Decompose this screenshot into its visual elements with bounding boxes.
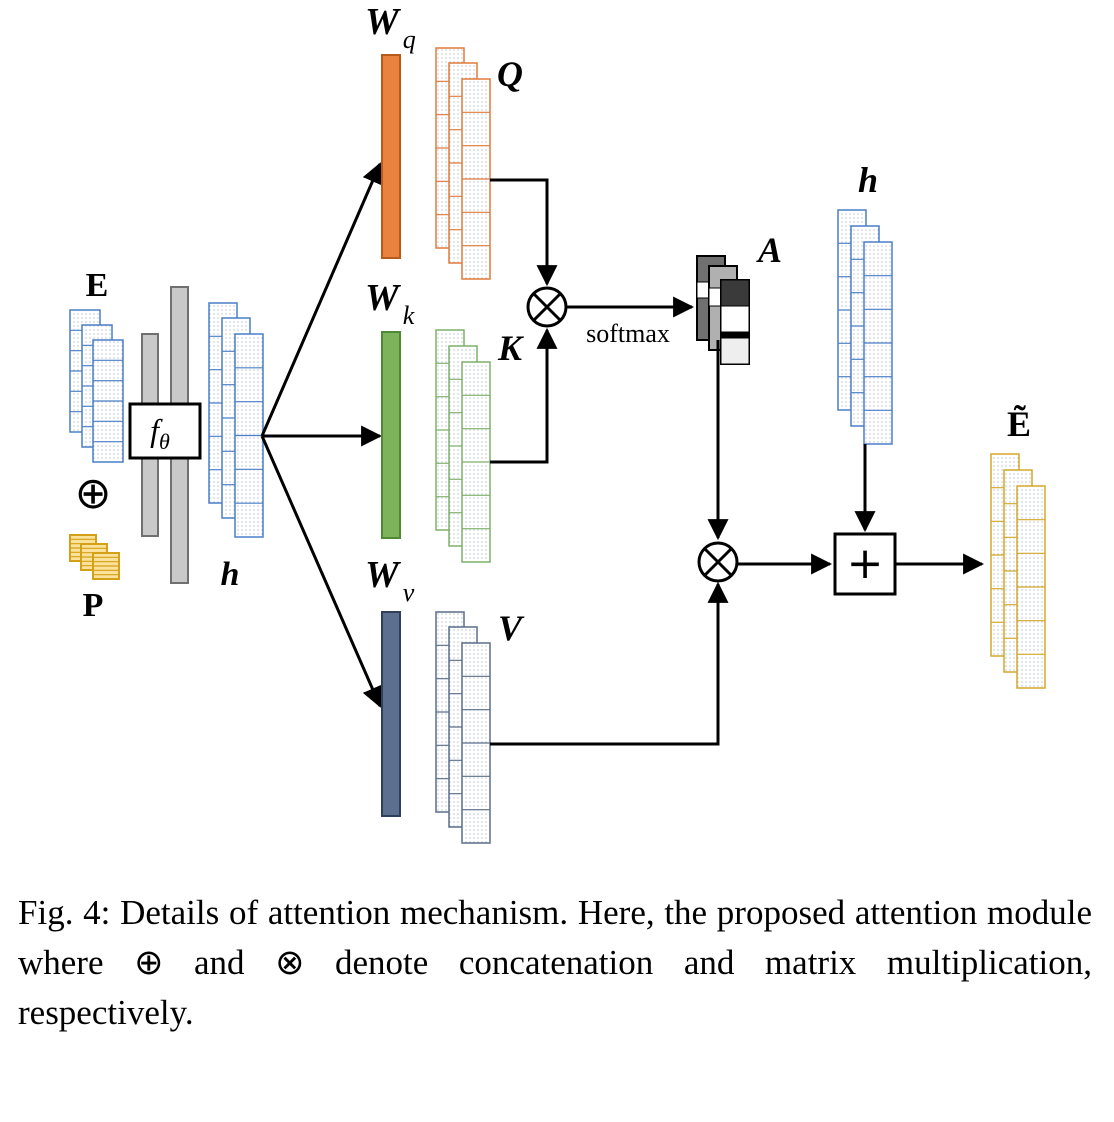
A-attention-maps	[696, 255, 750, 365]
K-label: K	[497, 328, 525, 368]
h-hidden-stack-right	[837, 209, 893, 445]
h-label-left: h	[221, 556, 240, 593]
Q-query-stack	[435, 47, 491, 280]
softmax-label: softmax	[586, 319, 670, 348]
h-label-right: h	[858, 160, 878, 200]
Wk-weight-bar	[381, 331, 401, 539]
Wq-weight-bar	[381, 54, 401, 259]
E-label: E	[86, 267, 109, 304]
K-key-stack	[435, 329, 491, 563]
matmul-QK-icon	[526, 286, 568, 328]
P-prompt-stack	[69, 534, 120, 580]
P-label: P	[83, 587, 104, 624]
add-symbol: +	[847, 538, 884, 589]
concat-symbol: ⊕	[75, 468, 112, 519]
matmul-AV-icon	[697, 541, 739, 583]
arrow-V-to-mult	[490, 581, 729, 746]
arrow-K-to-mult	[490, 327, 558, 464]
V-label: V	[498, 608, 525, 648]
V-value-stack	[435, 611, 491, 844]
Q-label: Q	[497, 54, 523, 94]
h-hidden-stack-left	[208, 302, 264, 538]
figure-caption: Fig. 4: Details of attention mechanism. …	[18, 893, 1092, 1032]
A-label: A	[756, 230, 782, 270]
arrow-h-to-Wv	[260, 435, 383, 708]
E-tilde-output-stack	[990, 453, 1046, 689]
E-tilde-label: Ẽ	[1007, 404, 1031, 444]
arrow-Q-to-mult	[490, 178, 558, 287]
Wv-weight-bar	[381, 611, 401, 817]
f-theta-box	[128, 402, 202, 460]
arrow-h-to-Wq	[260, 162, 383, 437]
E-embedding-stack	[69, 309, 124, 463]
